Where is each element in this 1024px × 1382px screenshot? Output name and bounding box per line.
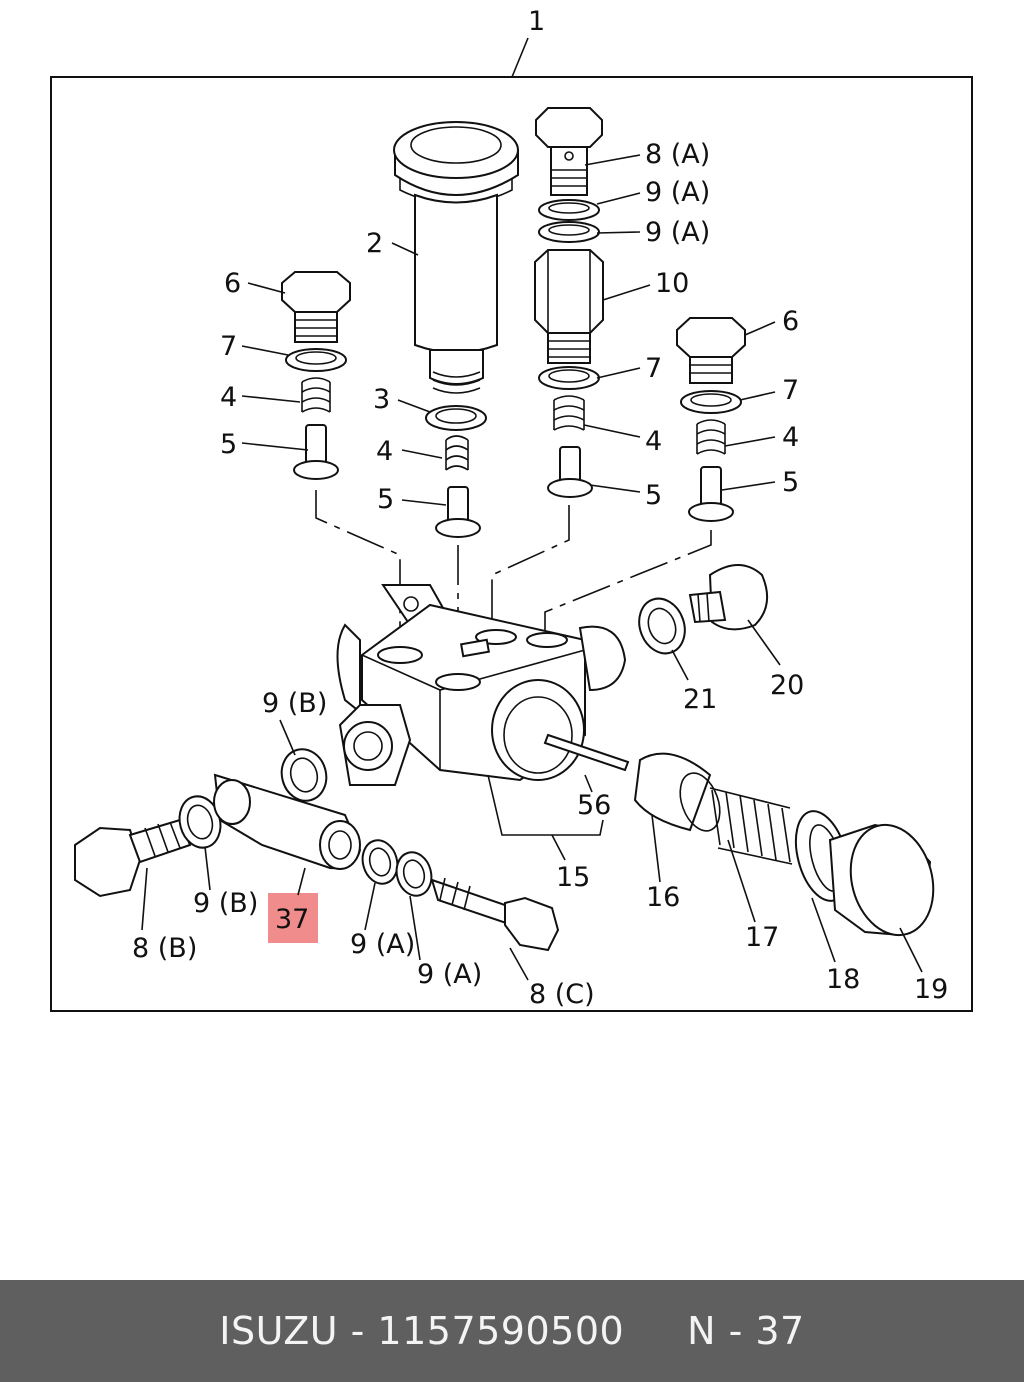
label-9a-top-2: 9 (A): [645, 217, 710, 248]
diagram-frame: [50, 76, 973, 1012]
part-4-spring-left: [301, 377, 331, 413]
part-5-valve-left: [293, 424, 339, 480]
label-4-left: 4: [220, 382, 237, 413]
label-8a-top: 8 (A): [645, 139, 710, 170]
part-5-valve-right-center: [547, 446, 593, 498]
label-16: 16: [646, 882, 680, 913]
part-9b-washer-upper: [280, 748, 328, 802]
label-21: 21: [683, 684, 717, 715]
label-9a-lower-1: 9 (A): [350, 929, 415, 960]
label-37: 37: [275, 904, 309, 935]
parts-diagram: 1 2 3 4 5 6 7 4 5 8 (A) 9 (A) 9 (A) 10 7…: [50, 6, 973, 1012]
part-19-plug: [828, 823, 935, 937]
label-7-left: 7: [220, 331, 237, 362]
label-6-right: 6: [782, 306, 799, 337]
label-8c: 8 (C): [529, 979, 595, 1010]
part-5-valve-right: [688, 466, 734, 522]
label-7-center: 7: [645, 353, 662, 384]
part-8b-bolt: [74, 818, 192, 898]
label-19: 19: [914, 974, 948, 1005]
label-20: 20: [770, 670, 804, 701]
part-4-spring-right: [696, 419, 726, 455]
label-9b-upper: 9 (B): [262, 688, 327, 719]
label-6-left: 6: [224, 268, 241, 299]
part-20-plug: [688, 564, 769, 631]
label-4-right-center: 4: [645, 426, 662, 457]
part-5-valve-center: [435, 486, 481, 538]
part-8a-banjo-bolt-top: [535, 107, 603, 196]
part-9a-washer-lower-1: [361, 839, 399, 885]
label-8b: 8 (B): [132, 933, 197, 964]
part-4-spring-center: [445, 435, 469, 471]
label-3: 3: [373, 384, 390, 415]
label-5-left: 5: [220, 429, 237, 460]
label-5-right: 5: [782, 467, 799, 498]
label-9a-lower-2: 9 (A): [417, 959, 482, 990]
part-56-pin: [543, 733, 630, 772]
part-37-highlight: [268, 893, 318, 943]
part-10-fitting: [534, 249, 604, 364]
label-1: 1: [528, 6, 545, 37]
label-5-right-center: 5: [645, 480, 662, 511]
label-4-right: 4: [782, 422, 799, 453]
label-4-center: 4: [376, 436, 393, 467]
footer-bar: ISUZU - 1157590500 N - 37: [0, 1280, 1024, 1382]
part-4-spring-right-center: [553, 395, 585, 431]
part-16-sleeve: [633, 752, 721, 832]
label-9a-top-1: 9 (A): [645, 177, 710, 208]
label-10: 10: [655, 268, 689, 299]
label-18: 18: [826, 964, 860, 995]
part-8c-bolt: [430, 877, 560, 952]
part-15-pump-body: [336, 584, 627, 786]
part-37-banjo-connector: [213, 773, 362, 870]
label-17: 17: [745, 922, 779, 953]
label-2: 2: [366, 228, 383, 259]
part-6-plug-right: [676, 317, 746, 384]
label-56: 56: [577, 790, 611, 821]
part-2-priming-pump: [393, 121, 519, 394]
part-21-gasket: [638, 597, 686, 655]
part-9a-washer-lower-2: [395, 851, 433, 897]
label-5-center: 5: [377, 484, 394, 515]
part-6-plug-left: [281, 271, 351, 343]
part-number-caption: ISUZU - 1157590500 N - 37: [219, 1309, 805, 1353]
label-15: 15: [556, 862, 590, 893]
label-7-right: 7: [782, 375, 799, 406]
label-9b-lower: 9 (B): [193, 888, 258, 919]
part-17-spring: [709, 787, 793, 865]
